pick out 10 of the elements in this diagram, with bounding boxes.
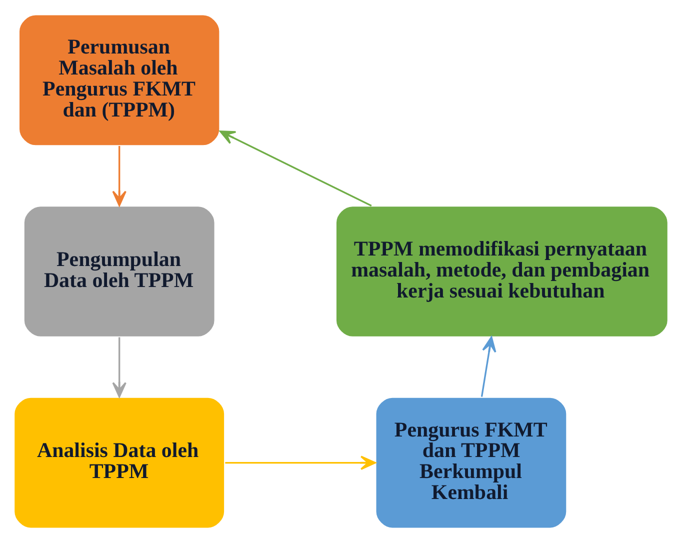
arrow — [480, 336, 496, 397]
node-box: TPPM memodifikasi pernyataan masalah, metode, dan pembagian kerja sesuai kebutuhan — [335, 205, 669, 338]
node-box: Analisis Data oleh TPPM — [13, 396, 226, 530]
node-box: Pengumpulan Data oleh TPPM — [23, 205, 216, 338]
node-box: Pengurus FKMT dan TPPM Berkumpul Kembali — [374, 396, 568, 530]
node-box: Perumusan Masalah oleh Pengurus FKMT dan (TPPM) — [18, 14, 221, 147]
arrow — [225, 456, 376, 470]
arrow — [220, 130, 372, 207]
arrow — [112, 337, 126, 398]
arrow — [112, 146, 126, 206]
